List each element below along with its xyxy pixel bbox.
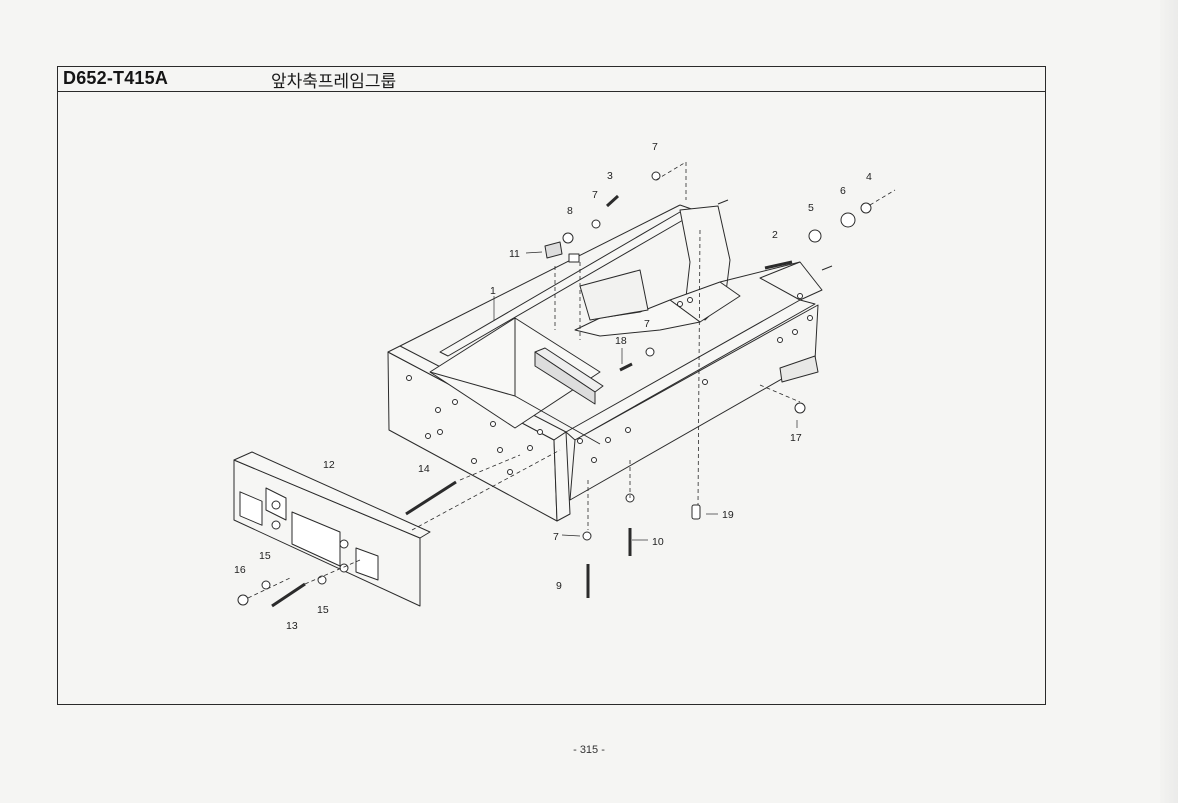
callout-7: 7 — [652, 141, 658, 153]
callout-7: 7 — [592, 189, 598, 201]
callout-12: 12 — [323, 459, 335, 471]
diagram-frame: D652-T415A 앞차축프레임그룹 — [57, 66, 1046, 705]
callout-6: 6 — [840, 185, 846, 197]
callout-18: 18 — [615, 335, 627, 347]
callout-19: 19 — [722, 509, 734, 521]
callout-10: 10 — [652, 536, 664, 548]
frame-header: D652-T415A 앞차축프레임그룹 — [58, 67, 1045, 92]
callout-16: 16 — [234, 564, 246, 576]
callout-7: 7 — [553, 531, 559, 543]
part-group-title: 앞차축프레임그룹 — [271, 72, 397, 92]
callout-4: 4 — [866, 171, 872, 183]
callout-2: 2 — [772, 229, 778, 241]
front-weight-plate — [233, 451, 431, 607]
callout-17: 17 — [790, 432, 802, 444]
callout-11: 11 — [509, 248, 520, 260]
fasteners — [237, 171, 872, 608]
callout-labels: 1 2 3 4 5 6 7 7 7 7 8 9 10 11 12 13 14 1… — [234, 141, 872, 632]
callout-1: 1 — [490, 285, 496, 297]
leader-lines — [493, 251, 798, 541]
page-number: - 315 - — [573, 744, 605, 756]
callout-15: 15 — [317, 604, 329, 616]
part-group-code: D652-T415A — [63, 68, 169, 88]
callout-7: 7 — [644, 318, 650, 330]
assembly-lines — [247, 161, 896, 599]
front-axle-frame — [387, 199, 833, 522]
page-edge-shadow — [1160, 0, 1178, 803]
callout-3: 3 — [607, 170, 613, 182]
callout-15: 15 — [259, 550, 271, 562]
callout-13: 13 — [286, 620, 298, 632]
callout-8: 8 — [567, 205, 573, 217]
callout-14: 14 — [418, 463, 430, 475]
callout-5: 5 — [808, 202, 814, 214]
callout-9: 9 — [556, 580, 562, 592]
